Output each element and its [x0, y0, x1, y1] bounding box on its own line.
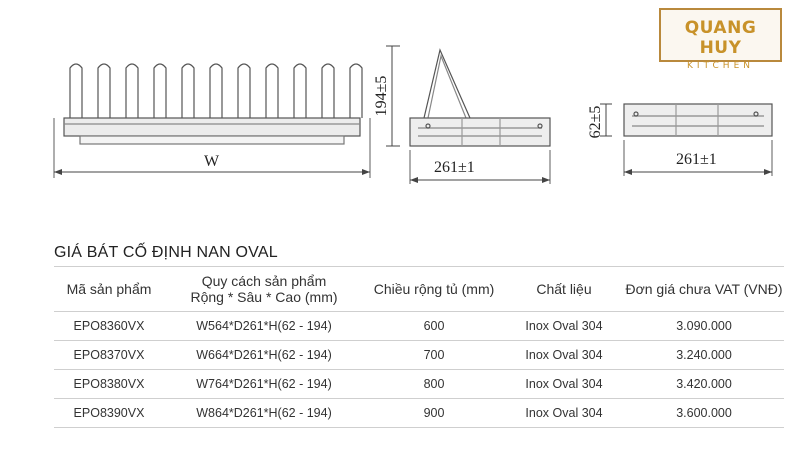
header-spec: Quy cách sản phẩm Rộng * Sâu * Cao (mm) — [164, 266, 364, 312]
rack-wire — [265, 63, 279, 118]
cell-code: EPO8360VX — [54, 311, 164, 341]
table-row: EPO8380VX W764*D261*H(62 - 194) 800 Inox… — [54, 369, 784, 399]
cell-material: Inox Oval 304 — [504, 369, 624, 399]
rack-wire — [97, 63, 111, 118]
front-width-label: W — [204, 153, 220, 170]
cell-cabinet: 600 — [364, 311, 504, 341]
rack-wire — [69, 63, 83, 118]
cell-spec: W664*D261*H(62 - 194) — [164, 340, 364, 370]
cell-price: 3.600.000 — [624, 398, 784, 428]
cell-cabinet: 900 — [364, 398, 504, 428]
low-view — [600, 103, 773, 176]
rack-wire — [125, 63, 139, 118]
table-header-row: Mã sản phẩm Quy cách sản phẩm Rộng * Sâu… — [54, 266, 784, 312]
cell-spec: W764*D261*H(62 - 194) — [164, 369, 364, 399]
side-view — [386, 45, 551, 184]
cell-material: Inox Oval 304 — [504, 398, 624, 428]
low-depth-label: 261±1 — [676, 151, 717, 168]
brand-logo: QUANG HUY KITCHEN — [659, 8, 782, 71]
rack-wire — [349, 63, 363, 118]
price-table: Mã sản phẩm Quy cách sản phẩm Rộng * Sâu… — [54, 266, 784, 428]
logo-sub-text: KITCHEN — [687, 61, 754, 71]
table-row: EPO8390VX W864*D261*H(62 - 194) 900 Inox… — [54, 398, 784, 428]
logo-brand-text: QUANG HUY — [684, 18, 757, 58]
cell-spec: W564*D261*H(62 - 194) — [164, 311, 364, 341]
cell-material: Inox Oval 304 — [504, 311, 624, 341]
header-code: Mã sản phẩm — [54, 266, 164, 312]
rack-wire — [293, 63, 307, 118]
section-title: GIÁ BÁT CỐ ĐỊNH NAN OVAL — [54, 244, 278, 261]
header-spec-line2: Rộng * Sâu * Cao (mm) — [190, 289, 338, 305]
rack-wire — [237, 63, 251, 118]
cell-cabinet: 700 — [364, 340, 504, 370]
cell-material: Inox Oval 304 — [504, 340, 624, 370]
cell-code: EPO8370VX — [54, 340, 164, 370]
cell-code: EPO8380VX — [54, 369, 164, 399]
cell-cabinet: 800 — [364, 369, 504, 399]
cell-spec: W864*D261*H(62 - 194) — [164, 398, 364, 428]
low-height-label: 62±5 — [587, 106, 604, 139]
rack-wire — [321, 63, 335, 118]
rack-wire — [181, 63, 195, 118]
front-view — [53, 63, 371, 178]
header-cabinet: Chiều rộng tủ (mm) — [364, 266, 504, 312]
side-depth-label: 261±1 — [434, 159, 475, 176]
table-row: EPO8370VX W664*D261*H(62 - 194) 700 Inox… — [54, 340, 784, 370]
side-height-label: 194±5 — [373, 76, 390, 117]
cell-price: 3.240.000 — [624, 340, 784, 370]
header-price: Đơn giá chưa VAT (VNĐ) — [624, 266, 784, 312]
cell-price: 3.420.000 — [624, 369, 784, 399]
cell-price: 3.090.000 — [624, 311, 784, 341]
technical-drawing: W 194±5 261±1 — [53, 45, 773, 184]
header-spec-line1: Quy cách sản phẩm — [201, 273, 327, 289]
header-material: Chất liệu — [504, 266, 624, 312]
cell-code: EPO8390VX — [54, 398, 164, 428]
table-row: EPO8360VX W564*D261*H(62 - 194) 600 Inox… — [54, 311, 784, 341]
rack-wire — [153, 63, 167, 118]
rack-wire — [209, 63, 223, 118]
